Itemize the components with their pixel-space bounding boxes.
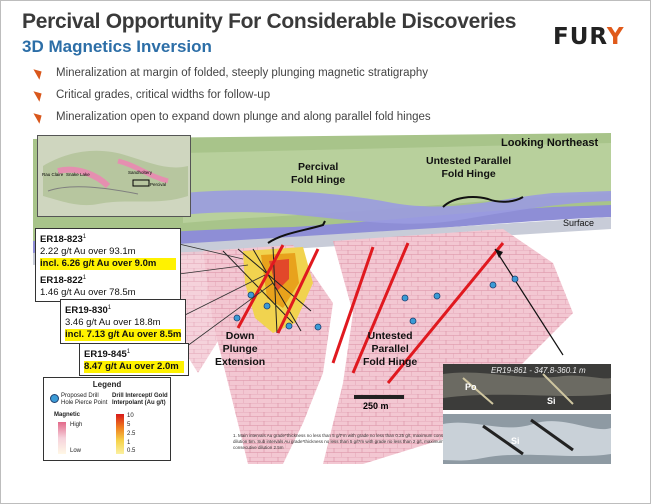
label-line: Percival	[297, 161, 339, 173]
bullet-arrow-icon	[33, 66, 45, 80]
proposed-point-icon	[50, 394, 59, 403]
bullet-text: Mineralization open to expand down plung…	[56, 111, 431, 123]
logo-text: FUR	[553, 24, 607, 50]
legend-intercept-label: Drill Intercept/ Gold Interpolant (Au g/…	[112, 393, 168, 406]
core-photo-caption: ER19-861 - 347.8-360.1 m	[491, 366, 586, 375]
label-line: Down	[225, 330, 255, 342]
inset-label: Snake Lake	[66, 172, 90, 177]
hole-id: ER19-845	[84, 349, 127, 361]
intercept-line: 2.22 g/t Au over 93.1m	[40, 246, 136, 258]
gold-ramp	[116, 414, 124, 454]
core-label-si: Si	[511, 436, 520, 446]
footnote-text: 1. Main intervals Au grade*thickness no …	[233, 433, 458, 450]
hole-id: ER19-830	[65, 305, 108, 317]
intercept-line: 3.46 g/t Au over 18.8m	[65, 317, 161, 329]
intercept-box-er18-823-822: ER18-8231 2.22 g/t Au over 93.1m incl. 6…	[35, 228, 181, 303]
hole-id: ER18-823	[40, 234, 83, 246]
bullet-text: Mineralization at margin of folded, stee…	[56, 67, 429, 79]
hole-id: ER18-822	[40, 275, 83, 287]
gold-tick: 5	[127, 422, 131, 428]
fury-logo: FURY	[553, 24, 625, 50]
intercept-box-er19-830: ER19-8301 3.46 g/t Au over 18.8m incl. 7…	[60, 299, 186, 345]
footnote-mark: 1	[126, 349, 131, 355]
slide-title: Percival Opportunity For Considerable Di…	[22, 10, 517, 33]
legend-proposed-label: Proposed Drill Hole Pierce Point	[61, 393, 108, 406]
untested-hinge-bottom-label: Untested Parallel Fold Hinge	[363, 330, 417, 369]
footnote-mark: 1	[107, 305, 112, 311]
intercept-highlight: incl. 7.13 g/t Au over 8.5m	[65, 329, 182, 342]
legend-title: Legend	[92, 380, 122, 389]
bullet-item: Mineralization at margin of folded, stee…	[33, 65, 431, 87]
gold-tick: 1	[127, 440, 131, 446]
untested-hinge-top-label: Untested Parallel Fold Hinge	[426, 155, 511, 181]
core-label-po: Po	[465, 382, 477, 392]
percival-hinge-label: Percival Fold Hinge	[291, 161, 345, 187]
bullet-arrow-icon	[33, 88, 45, 102]
inset-label: Rau Claire	[42, 172, 64, 177]
inset-label: Percival	[150, 182, 167, 187]
label-line: Plunge	[222, 343, 258, 355]
inset-location-map: Rau Claire Snake Lake Sandholtery Perciv…	[37, 135, 191, 217]
bullet-item: Critical grades, critical widths for fol…	[33, 87, 431, 109]
core-photo-graphic	[443, 364, 611, 464]
label-line: Extension	[215, 356, 266, 368]
view-direction-label: Looking Northeast	[501, 137, 599, 149]
footnote-mark: 1	[82, 234, 87, 240]
slide-subtitle: 3D Magnetics Inversion	[22, 37, 212, 56]
gold-tick: 0.5	[127, 448, 136, 454]
magnetic-ramp	[58, 422, 66, 454]
magnetics-figure: Rau Claire Snake Lake Sandholtery Perciv…	[33, 133, 611, 464]
core-photo: ER19-861 - 347.8-360.1 m Po Si Si	[443, 364, 611, 464]
core-label-si: Si	[547, 396, 556, 406]
intercept-box-er19-845: ER19-8451 8.47 g/t Au over 2.0m	[79, 343, 189, 377]
logo-accent-text: Y	[606, 24, 625, 50]
inset-map-graphic	[38, 136, 190, 216]
legend-magnetic-label: Magnetic	[54, 412, 81, 418]
inset-label: Sandholtery	[128, 170, 153, 175]
label-line: Untested Parallel	[426, 155, 512, 167]
label-line: Fold Hinge	[441, 168, 496, 180]
bullet-text: Critical grades, critical widths for fol…	[56, 89, 271, 101]
legend-high-label: High	[70, 422, 83, 428]
intercept-highlight: 8.47 g/t Au over 2.0m	[84, 361, 184, 374]
label-line: Untested	[367, 330, 413, 342]
gold-tick: 2.5	[127, 431, 136, 437]
surface-label: Surface	[563, 218, 595, 228]
bullet-arrow-icon	[33, 110, 45, 124]
footnote-mark: 1	[82, 275, 87, 282]
scale-bar-label: 250 m	[363, 401, 389, 411]
label-line: Fold Hinge	[363, 356, 418, 368]
gold-tick: 10	[127, 413, 134, 419]
legend-low-label: Low	[70, 448, 82, 454]
intercept-line: 1.46 g/t Au over 78.5m	[40, 287, 136, 299]
bullet-item: Mineralization open to expand down plung…	[33, 109, 431, 131]
legend-box: Legend Proposed Drill Hole Pierce Point …	[43, 377, 171, 461]
label-line: Parallel	[371, 343, 409, 355]
down-plunge-label: Down Plunge Extension	[215, 330, 265, 369]
scale-bar	[354, 395, 404, 399]
label-line: Fold Hinge	[291, 174, 346, 186]
intercept-highlight: incl. 6.26 g/t Au over 9.0m	[40, 258, 176, 271]
bullet-list: Mineralization at margin of folded, stee…	[33, 65, 431, 131]
